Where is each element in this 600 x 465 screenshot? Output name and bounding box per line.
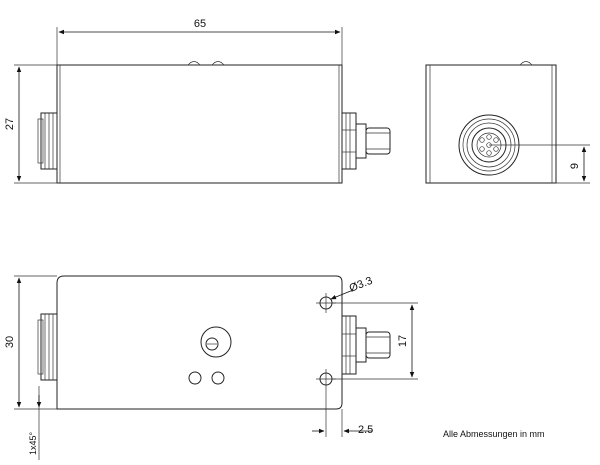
right-connector [341, 112, 391, 170]
top-bump [211, 61, 225, 66]
dim-edge-label: 2.5 [358, 424, 373, 436]
top-bump [519, 61, 533, 66]
dim-offset-label: 9 [569, 163, 581, 169]
led-right [211, 371, 225, 385]
dim-chamfer-label: 1x45° [28, 431, 38, 455]
dim-height-label: 27 [4, 118, 16, 130]
center-lens [200, 326, 232, 358]
units-note: Alle Abmessungen in mm [443, 429, 545, 439]
side-body [425, 64, 557, 184]
front-view: 65 27 [4, 18, 391, 184]
dim-hole-label: Ø3.3 [348, 275, 375, 295]
left-gland [37, 112, 58, 170]
bottom-view: Ø3.3 17 30 2.5 1x45° [4, 275, 418, 460]
bottom-body [56, 275, 343, 410]
led-left [188, 371, 202, 385]
right-connector-bottom [341, 315, 391, 375]
side-view: 9 [425, 61, 590, 184]
dim-width-label: 65 [194, 18, 206, 30]
left-gland-bottom [37, 313, 58, 381]
dim-bottom-height-label: 30 [4, 336, 16, 348]
dim-spacing-label: 17 [397, 335, 409, 347]
top-bump [187, 61, 201, 66]
front-body [56, 64, 343, 184]
